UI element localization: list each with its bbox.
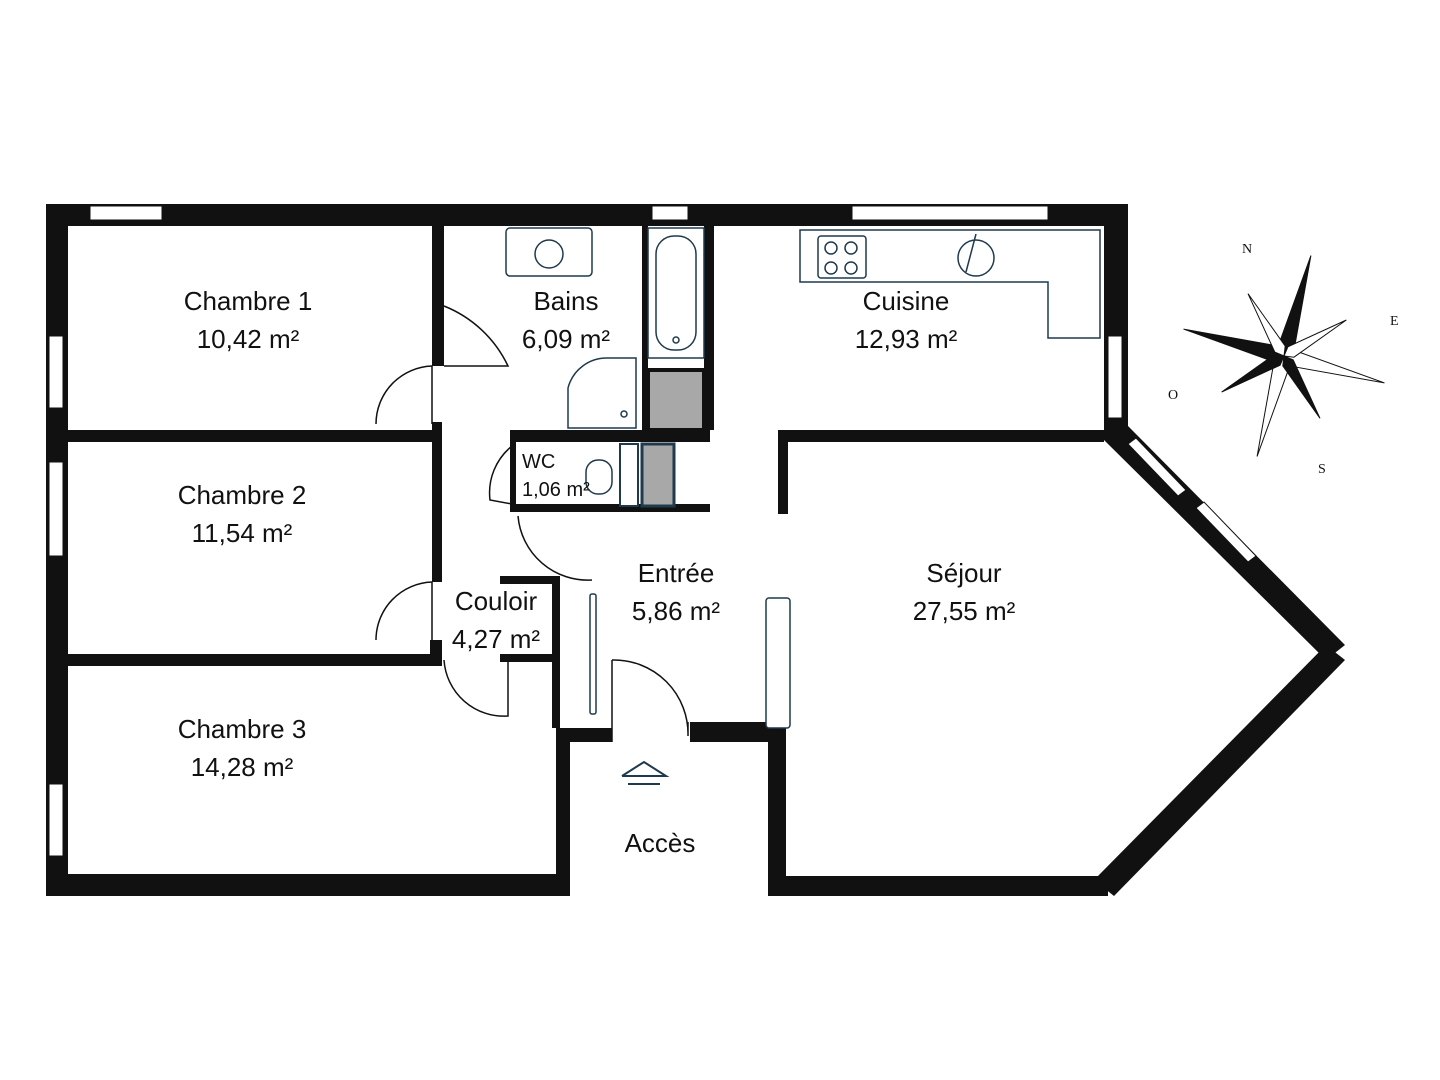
compass-rose-icon <box>1183 255 1385 457</box>
room-label-chambre1: Chambre 1 10,42 m² <box>184 282 313 358</box>
room-label-couloir: Couloir 4,27 m² <box>452 582 540 658</box>
bathroom-fixtures <box>505 227 705 495</box>
room-name: Chambre 1 <box>183 286 313 316</box>
room-area: 1,06 m² <box>522 479 590 501</box>
room-label-entree: Entrée 5,86 m² <box>632 554 720 630</box>
compass-south-label: S <box>1318 462 1326 477</box>
door-chambre1 <box>375 365 433 425</box>
door-wc <box>488 445 513 505</box>
door-chambre2 <box>375 581 433 641</box>
room-label-wc: WC 1,06 m² <box>522 448 590 504</box>
door-bains <box>443 305 510 367</box>
room-name: Chambre 3 <box>177 714 307 744</box>
room-area: 12,93 m² <box>854 324 958 354</box>
room-name: Cuisine <box>862 286 950 316</box>
room-area: 6,09 m² <box>521 324 611 354</box>
entry-arrow-icon <box>621 760 670 785</box>
compass-west-label: O <box>1168 388 1179 403</box>
room-area: 27,55 m² <box>912 596 1016 626</box>
room-name: Entrée <box>637 558 715 588</box>
outer-walls <box>46 204 1345 896</box>
interior-walls <box>68 226 1104 728</box>
sliding-panels <box>589 593 791 729</box>
room-area: 14,28 m² <box>190 752 294 782</box>
room-area: 10,42 m² <box>196 324 300 354</box>
room-area: 11,54 m² <box>191 518 293 548</box>
compass-north-label: N <box>1242 242 1253 257</box>
room-name: Bains <box>533 286 599 316</box>
room-name: Chambre 2 <box>177 480 307 510</box>
door-entry <box>611 659 689 742</box>
room-area: 4,27 m² <box>451 624 541 654</box>
kitchen-fixtures <box>799 229 1101 339</box>
room-label-bains: Bains 6,09 m² <box>522 282 610 358</box>
room-area: 5,86 m² <box>631 596 721 626</box>
room-label-chambre2: Chambre 2 11,54 m² <box>178 476 307 552</box>
compass-east-label: E <box>1390 314 1399 329</box>
room-label-cuisine: Cuisine 12,93 m² <box>855 282 958 358</box>
room-name: Couloir <box>454 586 538 616</box>
room-label-sejour: Séjour 27,55 m² <box>913 554 1016 630</box>
door-chambre3 <box>443 659 509 717</box>
room-name: Séjour <box>926 558 1002 588</box>
door-couloir <box>517 515 593 581</box>
windows <box>48 205 1257 857</box>
room-label-chambre3: Chambre 3 14,28 m² <box>178 710 307 786</box>
gray-fills <box>619 368 706 508</box>
doors <box>375 305 689 742</box>
room-name: WC <box>522 451 556 473</box>
access-label: Accès <box>624 828 696 858</box>
